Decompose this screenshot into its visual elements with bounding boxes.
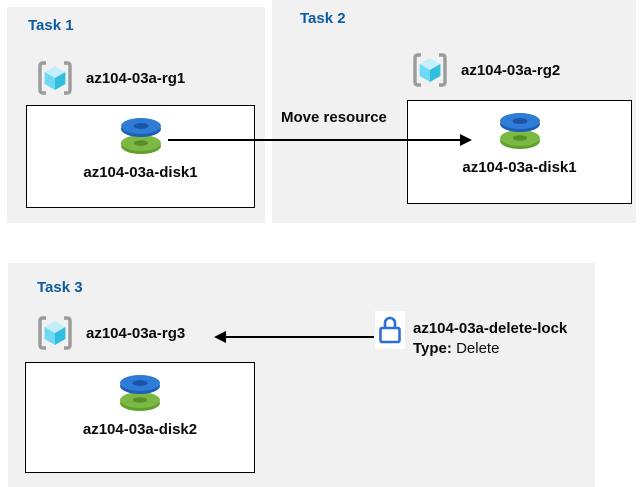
task2-disk-label: az104-03a-disk1 xyxy=(462,159,577,176)
disk-icon xyxy=(120,375,160,411)
task2-title: Task 2 xyxy=(300,10,346,27)
task1-resource-box: az104-03a-disk1 xyxy=(26,105,255,208)
task3-rg-label: az104-03a-rg3 xyxy=(86,324,186,342)
task1-rg-label: az104-03a-rg1 xyxy=(86,69,186,87)
lock-name-label: az104-03a-delete-lock xyxy=(413,320,568,337)
task1-panel: Task 1 az104-03a-rg1 az104-03a-disk1 xyxy=(7,7,265,223)
task3-panel: Task 3 az104-03a-rg3 az104-03a-disk2 xyxy=(8,263,595,487)
lock-arrowhead-icon xyxy=(214,331,226,343)
task3-title: Task 3 xyxy=(37,279,83,296)
disk-icon xyxy=(120,118,161,154)
task2-rg-label: az104-03a-rg2 xyxy=(461,61,561,79)
move-resource-arrowhead-icon xyxy=(460,134,472,146)
lock-type-line: Type: Delete xyxy=(413,339,567,359)
lock-badge xyxy=(375,311,405,349)
task1-disk-label: az104-03a-disk1 xyxy=(83,164,198,181)
resource-group-icon xyxy=(38,61,72,95)
lock-type-value: Delete xyxy=(456,340,500,357)
disk-icon xyxy=(499,113,540,149)
lock-arrow-line xyxy=(226,336,374,338)
move-resource-arrow-line xyxy=(168,139,461,141)
task2-resource-group: az104-03a-rg2 xyxy=(408,48,560,92)
lock-type-label: Type: xyxy=(413,340,452,357)
task2-panel: Task 2 az104-03a-rg2 az104-03a-disk1 xyxy=(272,0,636,223)
lock-text-block: az104-03a-delete-lock Type: Delete xyxy=(413,319,567,359)
resource-group-icon xyxy=(38,316,72,350)
task2-resource-box: az104-03a-disk1 xyxy=(407,100,632,204)
resource-group-icon xyxy=(413,53,447,87)
task1-resource-group: az104-03a-rg1 xyxy=(33,56,185,100)
task3-disk-label: az104-03a-disk2 xyxy=(82,421,198,438)
task3-resource-group: az104-03a-rg3 xyxy=(33,311,185,355)
lock-icon xyxy=(379,316,401,344)
task3-resource-box: az104-03a-disk2 xyxy=(25,362,255,473)
task1-title: Task 1 xyxy=(28,17,74,34)
move-resource-label: Move resource xyxy=(281,109,387,126)
